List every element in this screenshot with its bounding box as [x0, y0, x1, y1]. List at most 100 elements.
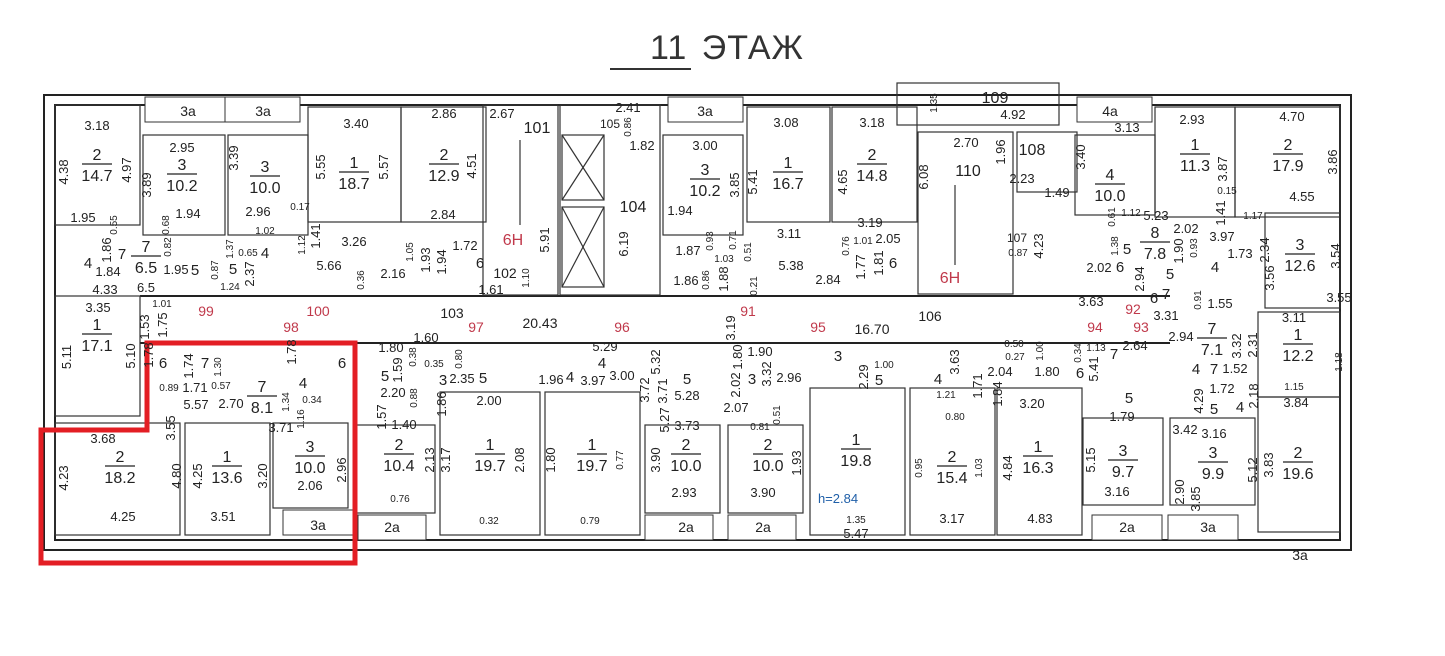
dimension-label: 1.94 — [667, 203, 692, 218]
dimension-label: 1.94 — [175, 206, 200, 221]
room-r27-area: 19.8 — [840, 453, 871, 470]
room-r21-area: 10.0 — [294, 460, 325, 477]
dimension-label: 1.90 — [747, 344, 772, 359]
dimension-label: 5.29 — [592, 339, 617, 354]
apartment-number-96: 96 — [614, 319, 630, 335]
small-room-index: 5 — [381, 368, 389, 385]
room-r18-area: 12.2 — [1282, 348, 1313, 365]
room-r4-area: 18.7 — [338, 176, 369, 193]
small-room-index: 5 — [479, 370, 487, 387]
dimension-label: 0.34 — [302, 395, 322, 406]
dimension-label: 0.93 — [705, 231, 716, 251]
dimension-label: 3.54 — [1328, 243, 1343, 268]
dimension-label: 1.30 — [213, 357, 224, 377]
corridor-103-number: 103 — [440, 305, 464, 321]
dimension-label: 1.78 — [284, 339, 299, 364]
balcony-label: 3а — [255, 103, 271, 119]
room-r8-number: 2 — [868, 147, 877, 164]
room-r2-area: 10.2 — [166, 178, 197, 195]
dimension-label: 5.57 — [376, 154, 391, 179]
dimension-label: 1.93 — [789, 450, 804, 475]
dimension-label: 3.73 — [674, 418, 699, 433]
dimension-label: 1.49 — [1044, 185, 1069, 200]
dimension-label: 1.73 — [1227, 246, 1252, 261]
room-r5-number: 2 — [440, 147, 449, 164]
dimension-label: 2.86 — [431, 106, 456, 121]
small-room-index: 4 — [1211, 259, 1219, 276]
dimension-label: 2.05 — [875, 231, 900, 246]
apartment-number-92: 92 — [1125, 301, 1141, 317]
dimension-label: 2.37 — [242, 261, 257, 286]
small-room-index: 5 — [1210, 401, 1218, 418]
dimension-label: 2.41 — [615, 100, 640, 115]
floor-number: 11 — [610, 28, 692, 70]
dimension-label: 1.59 — [390, 357, 405, 382]
room-r23-number: 1 — [486, 437, 495, 454]
dimension-label: 3.18 — [859, 115, 884, 130]
smoke-free-zone-label: 6Н — [940, 270, 960, 287]
dimension-label: 1.05 — [405, 242, 416, 262]
room-r8-area: 14.8 — [856, 168, 887, 185]
dimension-label: 0.65 — [238, 248, 258, 259]
apartment-number-94: 94 — [1087, 319, 1103, 335]
selected-apartment-outline[interactable] — [38, 340, 358, 566]
dimension-label: 1.81 — [871, 250, 886, 275]
dimension-label: 6.19 — [616, 231, 631, 256]
balcony-label: 4а — [1102, 103, 1118, 119]
dimension-label: 2.31 — [1245, 332, 1260, 357]
room-r31-area: 9.9 — [1202, 466, 1224, 483]
room-r11-number: 2 — [1284, 137, 1293, 154]
dimension-label: 5.57 — [183, 397, 208, 412]
dimension-label: 1.86 — [434, 391, 449, 416]
small-room-index: 5 — [1123, 241, 1131, 258]
dimension-label: 1.80 — [730, 344, 745, 369]
dimension-label: 2.70 — [953, 135, 978, 150]
balcony-label: 2а — [1119, 519, 1135, 535]
small-room-index: 4 — [934, 371, 942, 388]
dimension-label: 1.72 — [452, 238, 477, 253]
dimension-label: 4.83 — [1027, 511, 1052, 526]
dimension-label: 2.67 — [489, 106, 514, 121]
dimension-label: 1.88 — [716, 266, 731, 291]
dimension-label: 1.96 — [993, 139, 1008, 164]
room-r16-area: 8.1 — [251, 400, 273, 417]
corridor-103-length: 20.43 — [522, 315, 557, 331]
dimension-label: 1.80 — [1034, 364, 1059, 379]
dimension-label: 0.55 — [109, 215, 120, 235]
dimension-label: 4.25 — [110, 509, 135, 524]
dimension-label: 1.55 — [1207, 296, 1232, 311]
dimension-label: 2.02 — [1173, 221, 1198, 236]
dimension-label: 0.27 — [1005, 352, 1025, 363]
dimension-label: 0.82 — [163, 237, 174, 257]
dimension-label: 5.28 — [674, 388, 699, 403]
dimension-label: 3.16 — [1104, 484, 1129, 499]
stair-101-label: 101 — [524, 120, 551, 137]
small-room-index: 6 — [476, 255, 484, 272]
dimension-label: 2.94 — [1132, 266, 1147, 291]
balcony-label: 3а — [180, 103, 196, 119]
dimension-label: 3.71 — [655, 378, 670, 403]
dimension-label: 4.23 — [1031, 233, 1046, 258]
smoke-free-zone-label: 6Н — [503, 232, 523, 249]
room-r32-number: 2 — [1294, 445, 1303, 462]
dimension-label: 1.15 — [1284, 382, 1304, 393]
small-room-index: 5 — [875, 372, 883, 389]
dimension-label: 5.12 — [1245, 457, 1260, 482]
dimension-label: 4.55 — [1289, 189, 1314, 204]
balcony-label: 3а — [310, 517, 326, 533]
room-108-label: 108 — [1019, 142, 1046, 159]
small-room-index: 5 — [1166, 266, 1174, 283]
corridor-106-length: 16.70 — [854, 321, 889, 337]
dimension-label: 3.68 — [90, 431, 115, 446]
room-r26-area: 10.0 — [752, 458, 783, 475]
dimension-label: 0.80 — [454, 349, 465, 369]
room-r22-area: 10.4 — [383, 458, 414, 475]
dimension-label: 1.79 — [1109, 409, 1134, 424]
dimension-label: 5.11 — [59, 345, 74, 369]
small-room-index: 6 — [889, 255, 897, 272]
room-r15-area: 17.1 — [81, 338, 112, 355]
dimension-label: 5.41 — [1086, 356, 1101, 381]
dimension-label: 2.95 — [169, 140, 194, 155]
small-room-index: 3 — [834, 348, 842, 365]
room-r29-number: 1 — [1034, 439, 1043, 456]
